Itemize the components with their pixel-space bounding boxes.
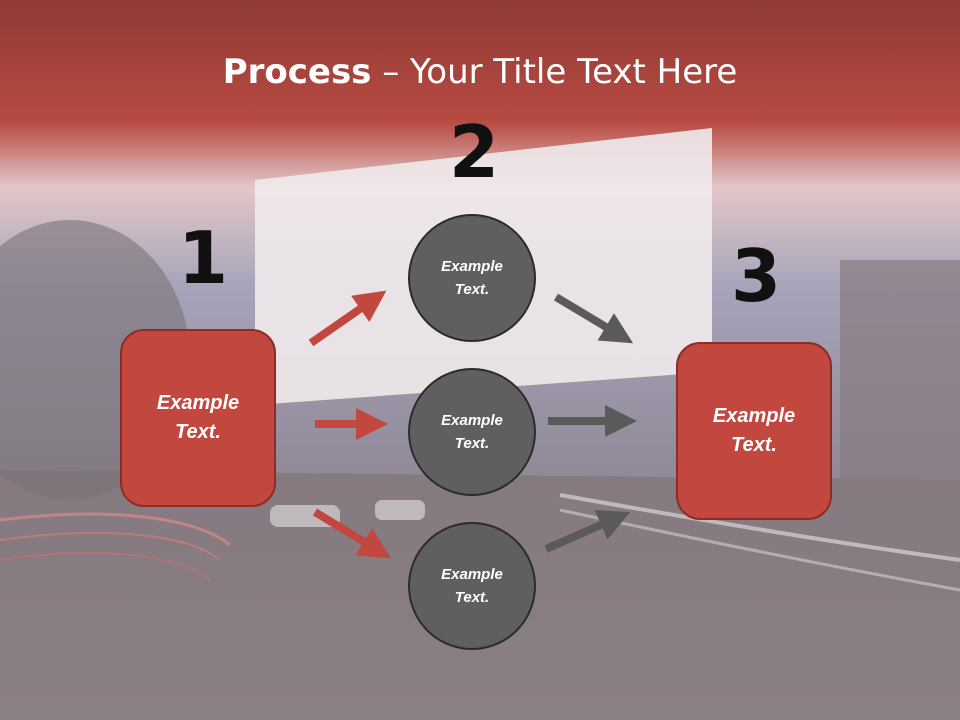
step-box-1-line1: Example — [156, 392, 240, 414]
circle-top-line2: Text. — [454, 281, 490, 298]
arrow-1-to-top — [308, 290, 387, 347]
title-rest: – Your Title Text Here — [371, 52, 738, 92]
step-number-3: 3 — [731, 234, 782, 318]
step-box-3-line1: Example — [712, 405, 796, 427]
step-box-1-line2: Text. — [175, 421, 221, 443]
arrow-top-to-3 — [553, 293, 634, 344]
step-box-3-line2: Text. — [731, 434, 777, 456]
circle-top-line1: Example — [441, 258, 503, 275]
step-number-2: 2 — [449, 110, 500, 194]
arrow-1-to-bottom — [312, 508, 392, 559]
circle-middle-line2: Text. — [454, 435, 490, 452]
circle-bottom-line1: Example — [441, 566, 503, 583]
title-bold: Process — [222, 52, 372, 92]
step-number-1: 1 — [178, 216, 229, 300]
circle-middle-line1: Example — [441, 412, 503, 429]
arrow-bottom-to-3 — [544, 510, 631, 553]
slide-title: Process – Your Title Text Here — [0, 52, 960, 92]
circle-bottom-line2: Text. — [454, 589, 490, 606]
